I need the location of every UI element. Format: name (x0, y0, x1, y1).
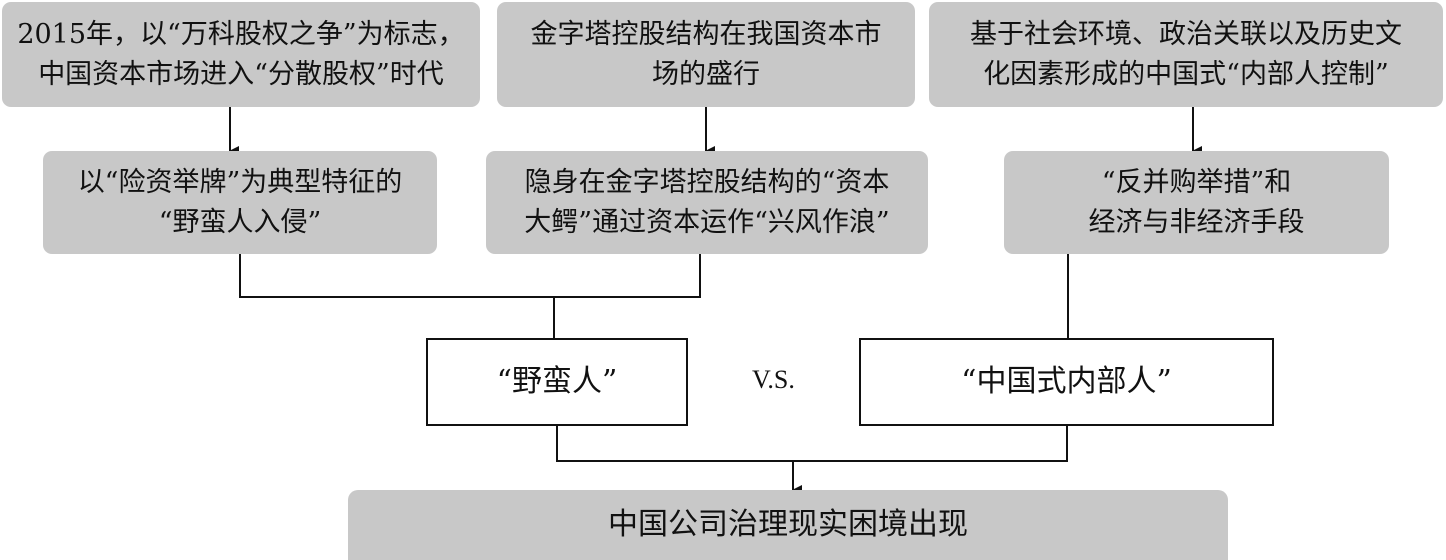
middle-box-left-line2: “野蛮人入侵” (158, 206, 322, 238)
top-box-left-line1: 2015年，以“万科股权之争”为标志， (17, 19, 465, 51)
top-box-center: 金字塔控股结构在我国资本市 场的盛行 (497, 2, 915, 107)
top-box-right-line1: 基于社会环境、政治关联以及历史文 (970, 19, 1402, 51)
middle-box-center-line1: 隐身在金字塔控股结构的“资本 (524, 167, 890, 199)
result-box: 中国公司治理现实困境出现 (348, 490, 1228, 560)
merge-line-bottom (556, 426, 1068, 462)
merge-line-left (239, 254, 701, 298)
top-box-right-line2: 化因素形成的中国式“内部人控制” (983, 58, 1389, 90)
top-box-left: 2015年，以“万科股权之争”为标志， 中国资本市场进入“分散股权”时代 (2, 2, 480, 107)
result-label: 中国公司治理现实困境出现 (608, 507, 968, 543)
top-box-left-line2: 中国资本市场进入“分散股权”时代 (38, 58, 444, 90)
middle-box-left: 以“险资举牌”为典型特征的 “野蛮人入侵” (43, 151, 437, 254)
versus-right-label: “中国式内部人” (961, 364, 1172, 400)
middle-box-left-line1: 以“险资举牌”为典型特征的 (77, 167, 403, 199)
top-box-right: 基于社会环境、政治关联以及历史文 化因素形成的中国式“内部人控制” (929, 2, 1443, 107)
middle-box-right: “反并购举措”和 经济与非经济手段 (1004, 151, 1389, 254)
versus-box-barbarian: “野蛮人” (426, 338, 688, 426)
versus-separator: V.S. (752, 365, 795, 394)
middle-box-right-line1: “反并购举措”和 (1101, 167, 1292, 199)
top-box-center-line1: 金字塔控股结构在我国资本市 (530, 19, 882, 51)
middle-box-center: 隐身在金字塔控股结构的“资本 大鳄”通过资本运作“兴风作浪” (486, 151, 928, 254)
versus-box-insider: “中国式内部人” (859, 338, 1274, 426)
middle-box-center-line2: 大鳄”通过资本运作“兴风作浪” (524, 206, 890, 238)
versus-left-label: “野蛮人” (496, 364, 618, 400)
top-box-center-line2: 场的盛行 (652, 58, 760, 90)
middle-box-right-line2: 经济与非经济手段 (1088, 206, 1305, 238)
